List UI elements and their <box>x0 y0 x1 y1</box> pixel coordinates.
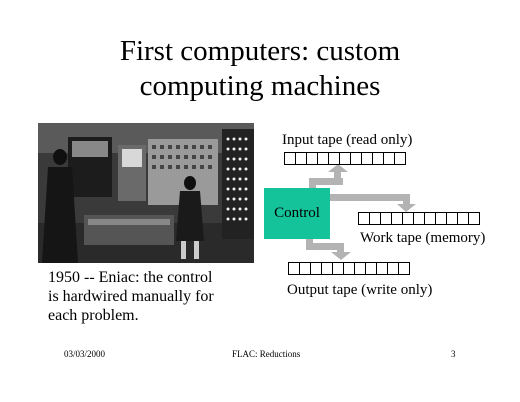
tape-cell <box>318 153 329 164</box>
title-line-1: First computers: custom <box>119 35 401 67</box>
tape-cell <box>322 263 333 274</box>
tape-cell <box>285 153 296 164</box>
tape-cell <box>311 263 322 274</box>
footer-page-number: 3 <box>451 349 456 359</box>
tape-cell <box>300 263 311 274</box>
tape-cell <box>333 263 344 274</box>
tape-cell <box>436 213 447 224</box>
tape-cell <box>384 153 395 164</box>
tape-cell <box>340 153 351 164</box>
input-tape-label: Input tape (read only) <box>282 132 413 148</box>
caption-line-1: 1950 -- Eniac: the control <box>48 269 213 286</box>
tape-cell <box>344 263 355 274</box>
tape-cell <box>289 263 300 274</box>
work-tape-label: Work tape (memory) <box>360 230 486 246</box>
tape-cell <box>388 263 399 274</box>
tape-cell <box>392 213 403 224</box>
footer-course: FLAC: Reductions <box>232 349 301 359</box>
tape-cell <box>366 263 377 274</box>
tape-cell <box>399 263 410 274</box>
tape-cell <box>296 153 307 164</box>
tape-cell <box>351 153 362 164</box>
slide-title: First computers: custom computing machin… <box>0 34 520 104</box>
tape-cell <box>355 263 366 274</box>
control-box: Control <box>264 188 330 239</box>
arrow-to-output-tape <box>306 238 351 260</box>
tape-cell <box>307 153 318 164</box>
work-tape <box>358 212 480 225</box>
tape-cell <box>403 213 414 224</box>
arrow-to-work-tape <box>330 194 416 212</box>
tape-cell <box>458 213 469 224</box>
tape-cell <box>370 213 381 224</box>
control-label: Control <box>274 205 320 221</box>
tape-cell <box>373 153 384 164</box>
tape-cell <box>329 153 340 164</box>
footer-date: 03/03/2000 <box>64 349 106 359</box>
tape-cell <box>447 213 458 224</box>
tape-cell <box>381 213 392 224</box>
caption-line-3: each problem. <box>48 307 139 324</box>
title-line-2: computing machines <box>139 70 381 102</box>
tape-cell <box>395 153 406 164</box>
tape-cell <box>377 263 388 274</box>
caption-line-2: is hardwired manually for <box>48 288 214 305</box>
tape-cell <box>414 213 425 224</box>
tape-cell <box>469 213 480 224</box>
tape-cell <box>362 153 373 164</box>
arrow-to-input-tape <box>309 164 348 189</box>
output-tape <box>288 262 410 275</box>
tape-cell <box>359 213 370 224</box>
input-tape <box>284 152 406 165</box>
output-tape-label: Output tape (write only) <box>287 282 433 298</box>
tape-cell <box>425 213 436 224</box>
eniac-caption: 1950 -- Eniac: the control is hardwired … <box>48 268 258 325</box>
eniac-photo <box>38 123 254 263</box>
